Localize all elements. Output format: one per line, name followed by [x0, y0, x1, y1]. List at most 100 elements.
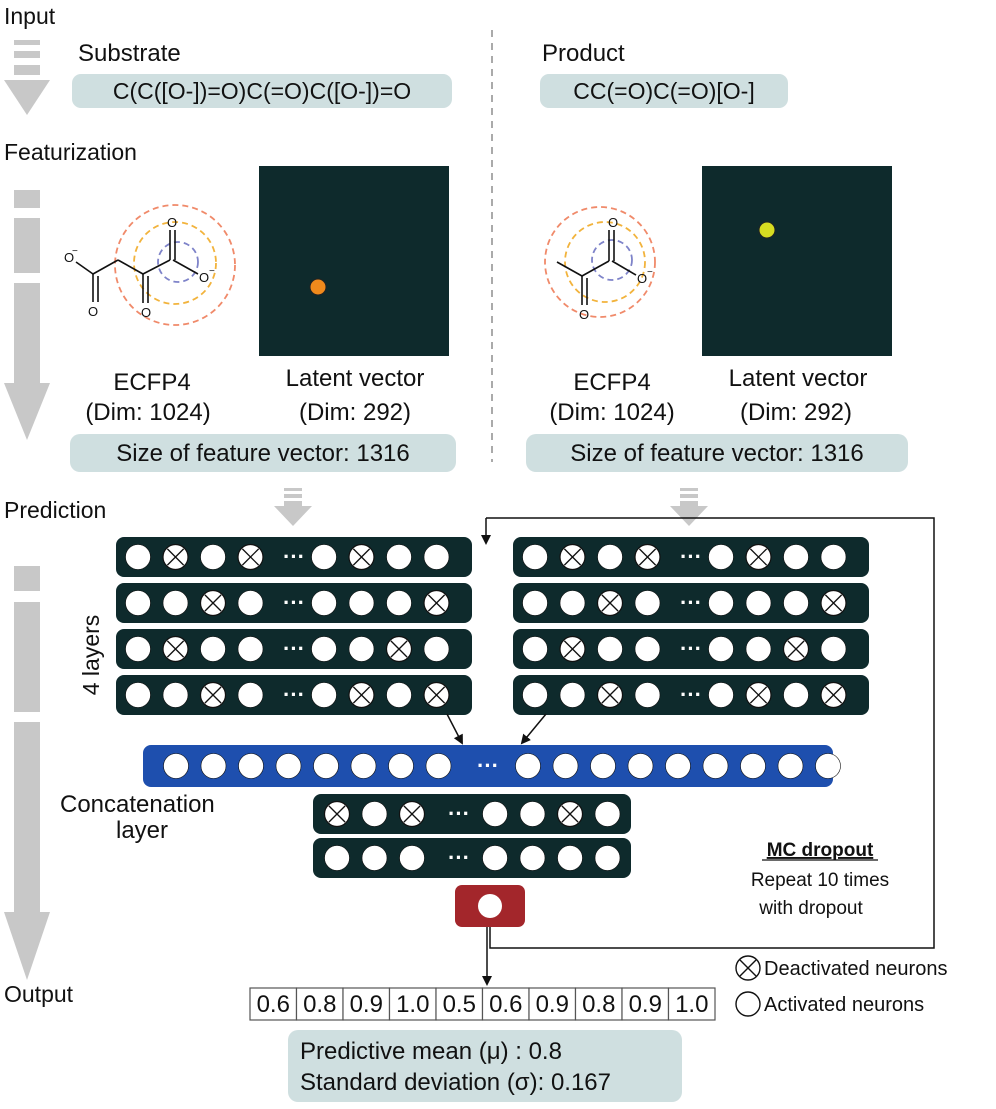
left-branch-layer-ellipsis: ··· — [283, 590, 305, 615]
output-value-cell — [574, 987, 623, 1021]
left-network-layers: ············ — [116, 537, 472, 715]
left-branch-layer-ellipsis: ··· — [283, 636, 305, 661]
dense-neuron — [556, 800, 584, 828]
substrate-ecfp-dim: (Dim: 1024) — [85, 399, 210, 426]
right-branch-neuron — [708, 590, 734, 616]
left-branch-neuron — [348, 636, 375, 662]
section-label-output: Output — [4, 981, 74, 1007]
output-value-cell — [621, 987, 670, 1021]
legend-activated-icon — [735, 991, 761, 1017]
substrate-latent-map — [259, 166, 449, 356]
substrate-feature-size: Size of feature vector: 1316 — [116, 440, 410, 467]
feature-to-network-arrow-right — [670, 488, 708, 526]
stats-pill — [288, 1030, 682, 1102]
substrate-molecule: O− O O O O− — [64, 204, 236, 326]
product-molecule: O O O− — [544, 206, 656, 322]
product-latent-label: Latent vector — [729, 365, 868, 392]
right-branch-neuron — [783, 544, 809, 570]
left-branch-neuron — [423, 544, 450, 570]
substrate-latent-point — [309, 278, 327, 296]
output-value: 1.0 — [396, 991, 429, 1018]
right-branch-neuron — [522, 544, 548, 570]
right-branch-neuron — [708, 636, 734, 662]
right-branch-layer-ellipsis: ··· — [680, 682, 702, 707]
concat-neuron — [815, 753, 841, 779]
right-branch-neuron — [522, 590, 548, 616]
right-branch-neuron — [820, 589, 847, 617]
concat-neuron — [313, 753, 339, 779]
dense-neuron — [399, 845, 425, 871]
right-branch-neuron — [745, 681, 772, 709]
right-branch-neuron — [634, 682, 661, 708]
output-value: 0.9 — [629, 991, 662, 1018]
substrate-smiles-pill — [72, 74, 452, 108]
product-ecfp-label: ECFP4 — [573, 369, 650, 396]
concat-neuron — [590, 753, 616, 779]
left-branch-neuron — [385, 635, 413, 663]
dense-layer-2 — [313, 838, 631, 878]
dense-neuron — [594, 845, 621, 871]
left-branch-neuron — [237, 682, 264, 708]
concat-layer-ellipsis: ··· — [477, 753, 499, 778]
product-latent-dim: (Dim: 292) — [740, 399, 852, 426]
standard-deviation: Standard deviation (σ): 0.167 — [300, 1069, 611, 1096]
four-layers-label: 4 layers — [78, 615, 104, 696]
dense-neuron — [324, 845, 350, 871]
product-latent-map — [702, 166, 892, 356]
right-branch-neuron — [708, 544, 734, 570]
concat-neuron — [665, 753, 691, 779]
right-branch-to-concat-arrow — [520, 713, 547, 745]
left-branch-to-concat-arrow — [446, 713, 463, 745]
right-branch-neuron — [559, 682, 586, 708]
right-branch-neuron — [782, 635, 810, 663]
left-branch-layer-ellipsis: ··· — [283, 544, 305, 569]
svg-text:O: O — [88, 304, 98, 319]
right-branch-layer-3 — [513, 629, 869, 669]
concat-neuron — [163, 753, 189, 779]
left-branch-neuron — [162, 635, 189, 663]
left-branch-neuron — [125, 682, 151, 708]
right-branch-neuron — [820, 681, 847, 709]
feature-to-network-arrow-left — [274, 488, 312, 526]
concat-neuron — [552, 753, 579, 779]
svg-text:O: O — [141, 305, 151, 320]
section-label-featurization: Featurization — [4, 139, 137, 165]
dense-neuron — [519, 845, 546, 871]
left-branch-neuron — [386, 590, 412, 616]
substrate-title: Substrate — [78, 40, 181, 67]
dense-neuron — [323, 800, 351, 828]
svg-text:O: O — [637, 271, 647, 286]
right-branch-neuron — [559, 590, 586, 616]
svg-text:O: O — [167, 215, 177, 230]
left-branch-neuron — [199, 589, 227, 617]
output-value: 0.8 — [582, 991, 615, 1018]
output-value-cell — [249, 987, 298, 1021]
concat-neuron — [200, 753, 227, 779]
output-value: 0.6 — [257, 991, 290, 1018]
svg-text:O: O — [608, 215, 618, 230]
left-branch-neuron — [162, 590, 189, 616]
left-branch-neuron — [311, 544, 337, 570]
dense-layer-1 — [313, 794, 631, 834]
output-value-cell — [342, 987, 391, 1021]
concat-neuron — [627, 753, 654, 779]
right-branch-neuron — [522, 682, 548, 708]
product-title: Product — [542, 40, 625, 67]
dense-neuron — [482, 801, 508, 827]
right-network-layers: ············ — [513, 537, 869, 715]
substrate-latent-dim: (Dim: 292) — [299, 399, 411, 426]
left-branch-neuron — [200, 636, 226, 662]
left-branch-neuron — [162, 543, 189, 571]
right-branch-layer-ellipsis: ··· — [680, 590, 702, 615]
output-value-cell — [295, 987, 344, 1021]
right-branch-neuron — [783, 590, 809, 616]
svg-text:O: O — [64, 250, 74, 265]
right-branch-layer-ellipsis: ··· — [680, 544, 702, 569]
substrate-smiles: C(C([O-])=O)C(=O)C([O-])=O — [113, 78, 411, 104]
output-value: 0.5 — [443, 991, 476, 1018]
left-branch-neuron — [348, 681, 375, 709]
svg-text:O: O — [579, 307, 589, 322]
concat-neuron — [740, 753, 766, 779]
legend-activated-label: Activated neurons — [764, 994, 924, 1016]
